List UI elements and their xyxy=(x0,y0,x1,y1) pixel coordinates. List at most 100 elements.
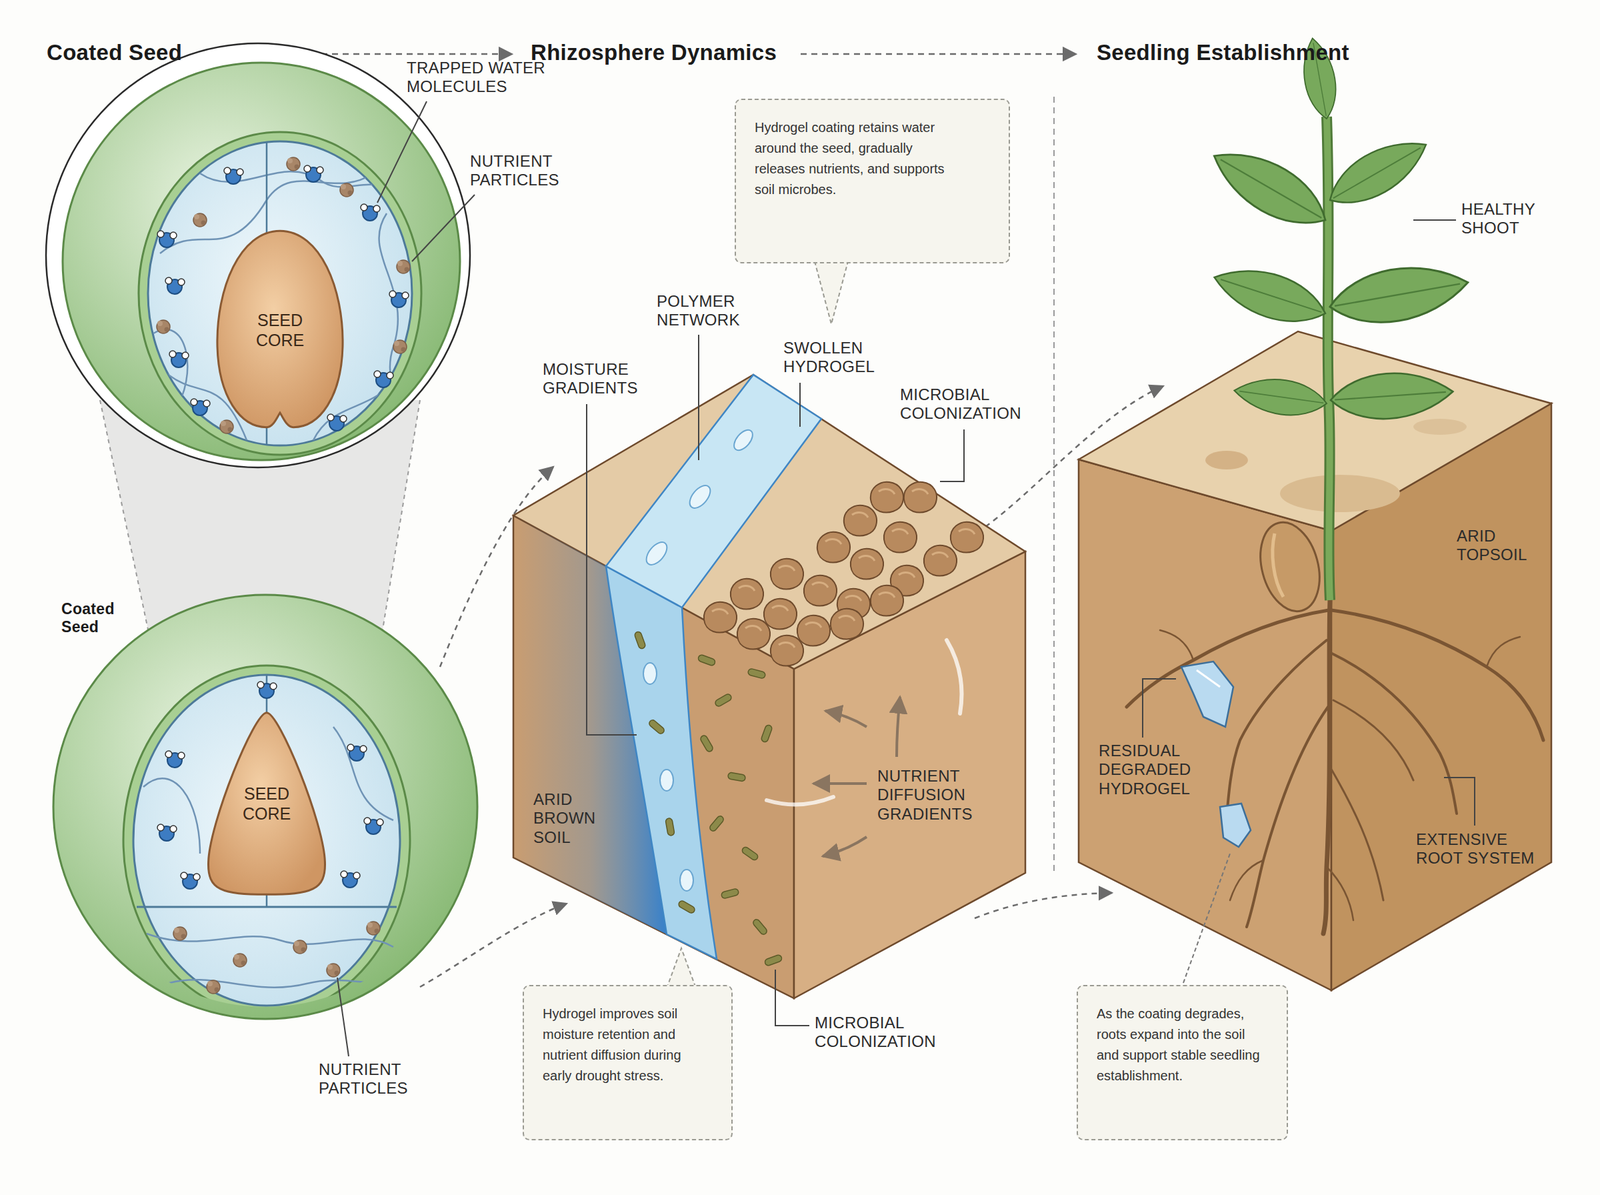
soil-block-part-part xyxy=(770,635,804,666)
callout-tails xyxy=(666,261,1230,988)
zoomed-seed-part xyxy=(224,167,244,184)
part-label: MICROBIAL COLONIZATION xyxy=(900,385,1044,424)
region-label: ARID BROWN SOIL xyxy=(533,790,600,847)
soil-block-part-part xyxy=(747,668,766,679)
zoomed-seed-part xyxy=(396,260,410,274)
zoomed-seed-part xyxy=(304,165,324,182)
coated-seed xyxy=(53,594,478,1019)
part-label: TRAPPED WATER MOLECULES xyxy=(406,58,560,97)
panel-arrows-part xyxy=(420,903,567,987)
soil-block-part xyxy=(606,374,822,608)
label-slot: NUTRIENT DIFFUSION GRADIENTS xyxy=(877,766,994,824)
callout-tails-part xyxy=(666,948,696,988)
soil-block-part-part xyxy=(699,734,714,753)
seedling-block-part xyxy=(1078,331,1552,531)
seed-core: SEED CORE xyxy=(213,226,347,434)
coated-seed-part-part xyxy=(123,665,410,1015)
soil-block-part-part xyxy=(797,615,830,646)
soil-block-part-part xyxy=(643,662,657,684)
zoomed-seed xyxy=(46,43,470,468)
leader-lines-part xyxy=(586,404,637,735)
coated-seed-part-part xyxy=(293,940,307,954)
core-outline xyxy=(203,706,330,900)
soil-block-part-part xyxy=(697,654,716,666)
core-label: SEED CORE xyxy=(243,310,317,350)
soil-block-part-part xyxy=(660,769,674,791)
core-label: SEED CORE xyxy=(230,783,304,824)
seed-core: SEED CORE xyxy=(203,706,330,900)
core-shape xyxy=(208,712,325,895)
coated-seed-part-part xyxy=(340,870,360,888)
soil-block-part-part xyxy=(950,522,984,553)
soil-block-part-part xyxy=(737,618,770,650)
label-slot: NUTRIENT PARTICLES xyxy=(470,152,577,190)
soil-block-part-part xyxy=(904,482,937,513)
zoomed-seed-part xyxy=(340,183,354,197)
soil-block-part-part xyxy=(760,724,773,743)
coated-seed-part-part xyxy=(165,750,185,768)
label-slot: ARID TOPSOIL xyxy=(1456,526,1540,565)
zoomed-seed-part xyxy=(157,230,177,248)
zoomed-seed-part xyxy=(169,350,189,368)
soil-block-part xyxy=(606,566,717,959)
soil-block-part-part xyxy=(720,888,740,899)
seedling-block-part-part xyxy=(1486,636,1520,667)
soil-block-part-part xyxy=(730,578,764,610)
soil-block-part-part xyxy=(714,692,733,708)
seedling-block-part xyxy=(1326,116,1330,600)
seedling-block-part xyxy=(1232,373,1330,421)
callout-box: As the coating degrades, roots expand in… xyxy=(1076,984,1288,1140)
core-shape xyxy=(217,230,343,428)
coated-seed-part-part xyxy=(326,963,340,977)
label-slot: MICROBIAL COLONIZATION xyxy=(900,385,1044,424)
zoomed-seed-part xyxy=(193,213,207,227)
soil-block-part-part xyxy=(740,845,759,861)
part-label: NUTRIENT DIFFUSION GRADIENTS xyxy=(877,766,994,824)
coated-seed-part-part-part xyxy=(136,906,397,908)
soil-block-part xyxy=(704,482,984,666)
section-arrows-part xyxy=(800,53,1076,56)
seedling-block-part xyxy=(1280,474,1400,512)
label-slot: MICROBIAL COLONIZATION xyxy=(814,1013,958,1052)
leader-lines-part xyxy=(799,382,801,427)
callout-text: As the coating degrades, roots expand in… xyxy=(1096,1003,1268,1086)
zoomed-seed-part xyxy=(148,141,412,446)
coated-seed-part-part xyxy=(206,980,220,994)
soil-block-part-part xyxy=(686,482,715,512)
coated-seed-part-part-part xyxy=(333,726,394,820)
zoomed-seed-part xyxy=(62,62,460,460)
soil-block-part-part xyxy=(642,538,672,569)
label-slot: Seedling Establishment xyxy=(1096,40,1350,66)
leader-lines-part xyxy=(940,429,964,482)
zoomed-seed-part-part xyxy=(373,213,398,434)
part-label: HEALTHY SHOOT xyxy=(1461,200,1548,238)
coated-seed-part-part xyxy=(136,674,397,988)
seed-caption: Coated Seed xyxy=(61,600,122,636)
soil-block-part-part xyxy=(804,575,837,606)
seedling-block-part xyxy=(1326,116,1330,600)
coated-seed-part-part xyxy=(233,953,247,967)
leader-lines-part xyxy=(377,101,427,203)
seedling-block-part-part xyxy=(1331,610,1544,740)
soil-block-part-part xyxy=(648,718,666,735)
soil-block-part xyxy=(634,630,783,966)
label-slot: SWOLLEN HYDROGEL xyxy=(783,338,887,377)
part-label: NUTRIENT PARTICLES xyxy=(470,152,577,190)
seedling-block-part xyxy=(1251,515,1329,618)
seedling-block-part-part xyxy=(1160,630,1194,660)
coated-seed-part-part xyxy=(257,681,277,698)
label-slot: Coated Seed xyxy=(46,40,182,66)
coated-seed-part-part xyxy=(347,744,367,761)
soil-block-part-part xyxy=(704,602,737,633)
label-slot: MOISTURE GRADIENTS xyxy=(542,360,656,398)
soil-block-part-part xyxy=(870,585,904,616)
coated-seed-part-part xyxy=(364,817,384,834)
coated-seed-part-part xyxy=(157,824,177,841)
soil-block xyxy=(513,374,1026,998)
seedling-block-part xyxy=(1329,368,1455,422)
callout-box: Hydrogel improves soil moisture retentio… xyxy=(522,984,733,1140)
soil-block-part-part xyxy=(730,426,756,454)
label-slot: Rhizosphere Dynamics xyxy=(530,40,777,66)
seedling-block-part xyxy=(1325,256,1472,332)
